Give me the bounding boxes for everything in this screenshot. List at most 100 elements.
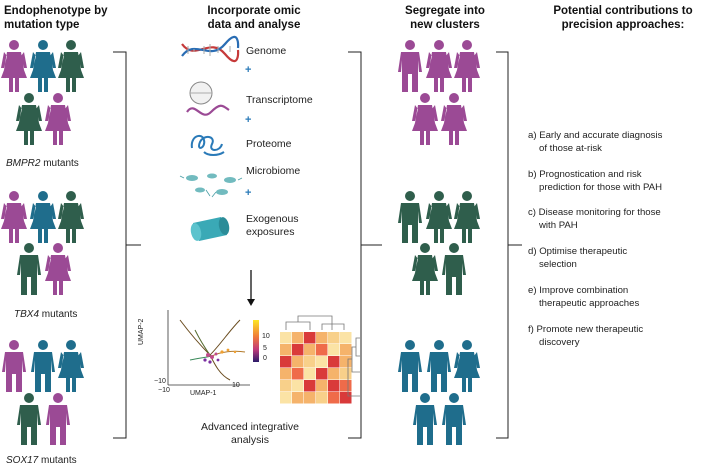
umap-xlabel: UMAP-1 [190, 390, 217, 397]
colorbar-tick: 5 [263, 345, 267, 352]
person-female-icon [454, 340, 480, 392]
header-segregate: Segregate into new clusters [395, 4, 495, 32]
umap-ytick: −10 [154, 378, 166, 385]
header-segregate-line2: new clusters [410, 19, 480, 31]
heatmap-cell [280, 344, 292, 356]
heatmap-cell [340, 380, 352, 392]
person-female-icon [412, 93, 438, 145]
heatmap-cell [340, 356, 352, 368]
heatmap-cell [304, 368, 316, 380]
heatmap-cell [280, 392, 292, 404]
colorbar-tick: 10 [262, 333, 270, 340]
contribution-line: c) Disease monitoring for those [528, 207, 661, 218]
heatmap-cell [316, 332, 328, 344]
heatmap-cell [340, 392, 352, 404]
person-female-icon [30, 40, 56, 92]
header-potential: Potential contributions to precision app… [523, 4, 723, 32]
mutant-label-sox17: SOX17 mutants [6, 455, 77, 466]
bracket-left-close [113, 51, 127, 439]
person-female-icon [45, 93, 71, 145]
heatmap-cell [328, 392, 340, 404]
mutant-suffix: mutants [39, 309, 78, 320]
heatmap-cell [292, 332, 304, 344]
omic-label-genome: Genome [246, 45, 287, 57]
dendrogram [285, 315, 360, 397]
person-female-icon [412, 243, 438, 295]
person-female-icon [441, 93, 467, 145]
header-potential-line2: precision approaches: [561, 19, 685, 31]
person-male-icon [413, 393, 437, 445]
umap-xtick: −10 [158, 387, 170, 394]
person-male-icon [427, 340, 451, 392]
heatmap-cell [328, 344, 340, 356]
header-endophenotype-line2: mutation type [4, 19, 80, 31]
person-female-icon [45, 243, 71, 295]
umap-ylabel: UMAP-2 [138, 318, 145, 345]
person-male-icon [442, 393, 466, 445]
umap-xtick: 10 [232, 382, 240, 389]
heatmap-cell [292, 380, 304, 392]
plus-sign: + [245, 114, 252, 126]
heatmap-cell [328, 356, 340, 368]
person-female-icon [58, 340, 84, 392]
analysis-label: Advanced integrative analysis [190, 421, 310, 447]
contribution-line: of those at-risk [539, 142, 602, 154]
heatmap-cell [316, 380, 328, 392]
header-potential-line1: Potential contributions to [553, 5, 693, 17]
person-male-icon [398, 191, 422, 243]
heatmap-cell [316, 368, 328, 380]
gene-name: TBX4 [14, 309, 40, 320]
person-female-icon [426, 191, 452, 243]
contribution-item: c) Disease monitoring for those with PAH [528, 207, 727, 232]
heatmap-cell [304, 356, 316, 368]
person-male-icon [398, 340, 422, 392]
person-male-icon [2, 340, 26, 392]
contribution-item: b) Prognostication and risk prediction f… [528, 169, 727, 194]
heatmap-cell [328, 368, 340, 380]
mutant-suffix: mutants [38, 455, 77, 466]
gene-name: SOX17 [6, 455, 39, 466]
down-arrow-head [247, 299, 255, 306]
contribution-line: with PAH [539, 219, 578, 231]
heatmap-cell [280, 332, 292, 344]
contribution-item: e) Improve combination therapeutic appro… [528, 285, 727, 310]
pipe-icon [190, 217, 230, 241]
umap-plot [167, 310, 250, 386]
person-female-icon [58, 191, 84, 243]
mutant-suffix: mutants [40, 158, 79, 169]
person-female-icon [426, 40, 452, 92]
person-female-icon [30, 191, 56, 243]
plus-sign: + [245, 64, 252, 76]
gene-name: BMPR2 [6, 158, 41, 169]
person-female-icon [1, 40, 27, 92]
heatmap-cell [304, 392, 316, 404]
heatmap-cell [292, 368, 304, 380]
contribution-line: prediction for those with PAH [539, 181, 662, 193]
person-male-icon [17, 393, 41, 445]
contribution-line: discovery [539, 336, 580, 348]
person-male-icon [442, 243, 466, 295]
omic-label-transcriptome: Transcriptome [246, 94, 313, 106]
omic-label-exogenous: Exogenous exposures [246, 213, 299, 238]
heatmap-cell [328, 332, 340, 344]
heatmap-cell [292, 356, 304, 368]
mutant-label-bmpr2: BMPR2 mutants [6, 158, 79, 169]
heatmap-cell [304, 332, 316, 344]
person-male-icon [46, 393, 70, 445]
mutant-label-tbx4: TBX4 mutants [14, 309, 77, 320]
plus-sign: + [245, 187, 252, 199]
header-segregate-line1: Segregate into [405, 5, 485, 17]
header-omic: Incorporate omic data and analyse [184, 4, 324, 32]
heatmap-cell [280, 356, 292, 368]
person-female-icon [16, 93, 42, 145]
heatmap-cell [316, 344, 328, 356]
bracket-right-close [496, 51, 509, 439]
heatmap [280, 315, 360, 404]
person-male-icon [17, 243, 41, 295]
colorbar [253, 320, 259, 362]
contribution-line: e) Improve combination [528, 285, 629, 296]
heatmap-cell [340, 368, 352, 380]
contribution-item: f) Promote new therapeutic discovery [528, 324, 727, 349]
